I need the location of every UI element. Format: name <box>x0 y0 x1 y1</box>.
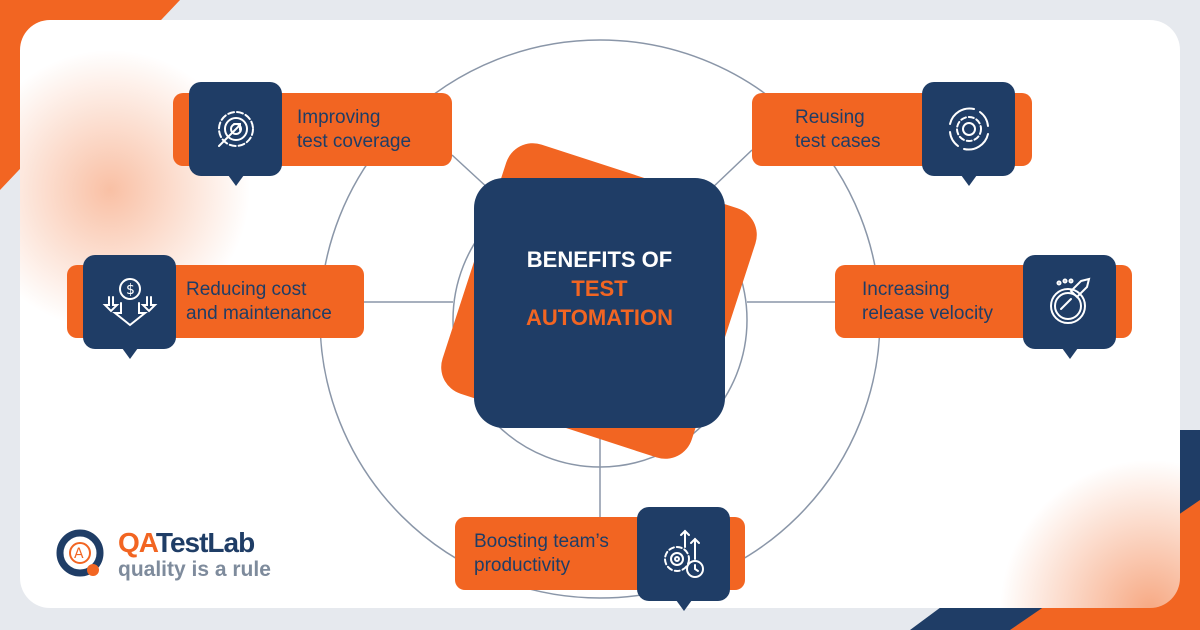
rocket-speedometer-icon <box>1023 255 1116 359</box>
benefit-label: Increasing release velocity <box>862 278 993 324</box>
center-line-1: BENEFITS OF <box>526 246 673 272</box>
benefit-label: Reducing cost and maintenance <box>186 278 332 324</box>
benefit-label: Improving test coverage <box>297 106 412 152</box>
center-line-3: AUTOMATION <box>525 304 674 330</box>
qatestlab-logo-mark: A <box>56 529 106 579</box>
gear-clock-arrows-icon <box>637 507 730 611</box>
svg-text:$: $ <box>126 282 135 298</box>
brand-qa: QA <box>118 527 157 558</box>
dollar-down-arrows-icon: $ <box>83 255 176 359</box>
gear-cycle-icon <box>922 82 1015 186</box>
svg-text:A: A <box>74 546 84 562</box>
benefit-label: Boosting team’s productivity <box>474 530 609 576</box>
gear-target-icon <box>189 82 282 186</box>
center-line-2: TEST <box>571 275 628 301</box>
brand-name: QATestLab <box>118 527 255 559</box>
center-title-box: BENEFITS OF TEST AUTOMATION <box>474 178 725 428</box>
brand-tagline: quality is a rule <box>118 558 271 581</box>
benefit-label: Reusing test cases <box>795 106 881 152</box>
brand-testlab: TestLab <box>155 527 255 558</box>
